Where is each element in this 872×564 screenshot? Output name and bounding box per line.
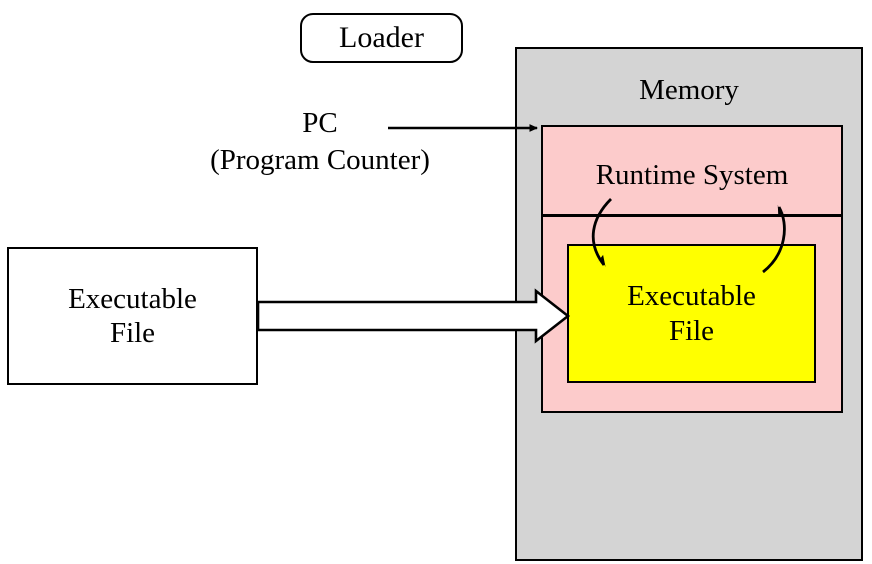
executable-file-label-line1: Executable: [68, 282, 197, 315]
program-counter-label-line1: PC: [302, 107, 338, 139]
loader-label: Loader: [339, 21, 424, 54]
executable-file-label-line2: File: [109, 317, 156, 349]
executable-in-memory-label-line1: Executable: [627, 280, 756, 313]
executable-in-memory-box: Executable File: [567, 244, 816, 383]
memory-label: Memory: [639, 74, 739, 106]
runtime-system-label: Runtime System: [595, 159, 789, 191]
executable-in-memory-label-line2: File: [668, 314, 715, 347]
loader-box: Loader: [300, 13, 463, 63]
runtime-divider-line: [541, 214, 843, 217]
program-counter-label: PC (Program Counter): [150, 105, 490, 178]
program-counter-label-line2: (Program Counter): [210, 143, 430, 176]
executable-file-box: Executable File: [7, 247, 258, 385]
